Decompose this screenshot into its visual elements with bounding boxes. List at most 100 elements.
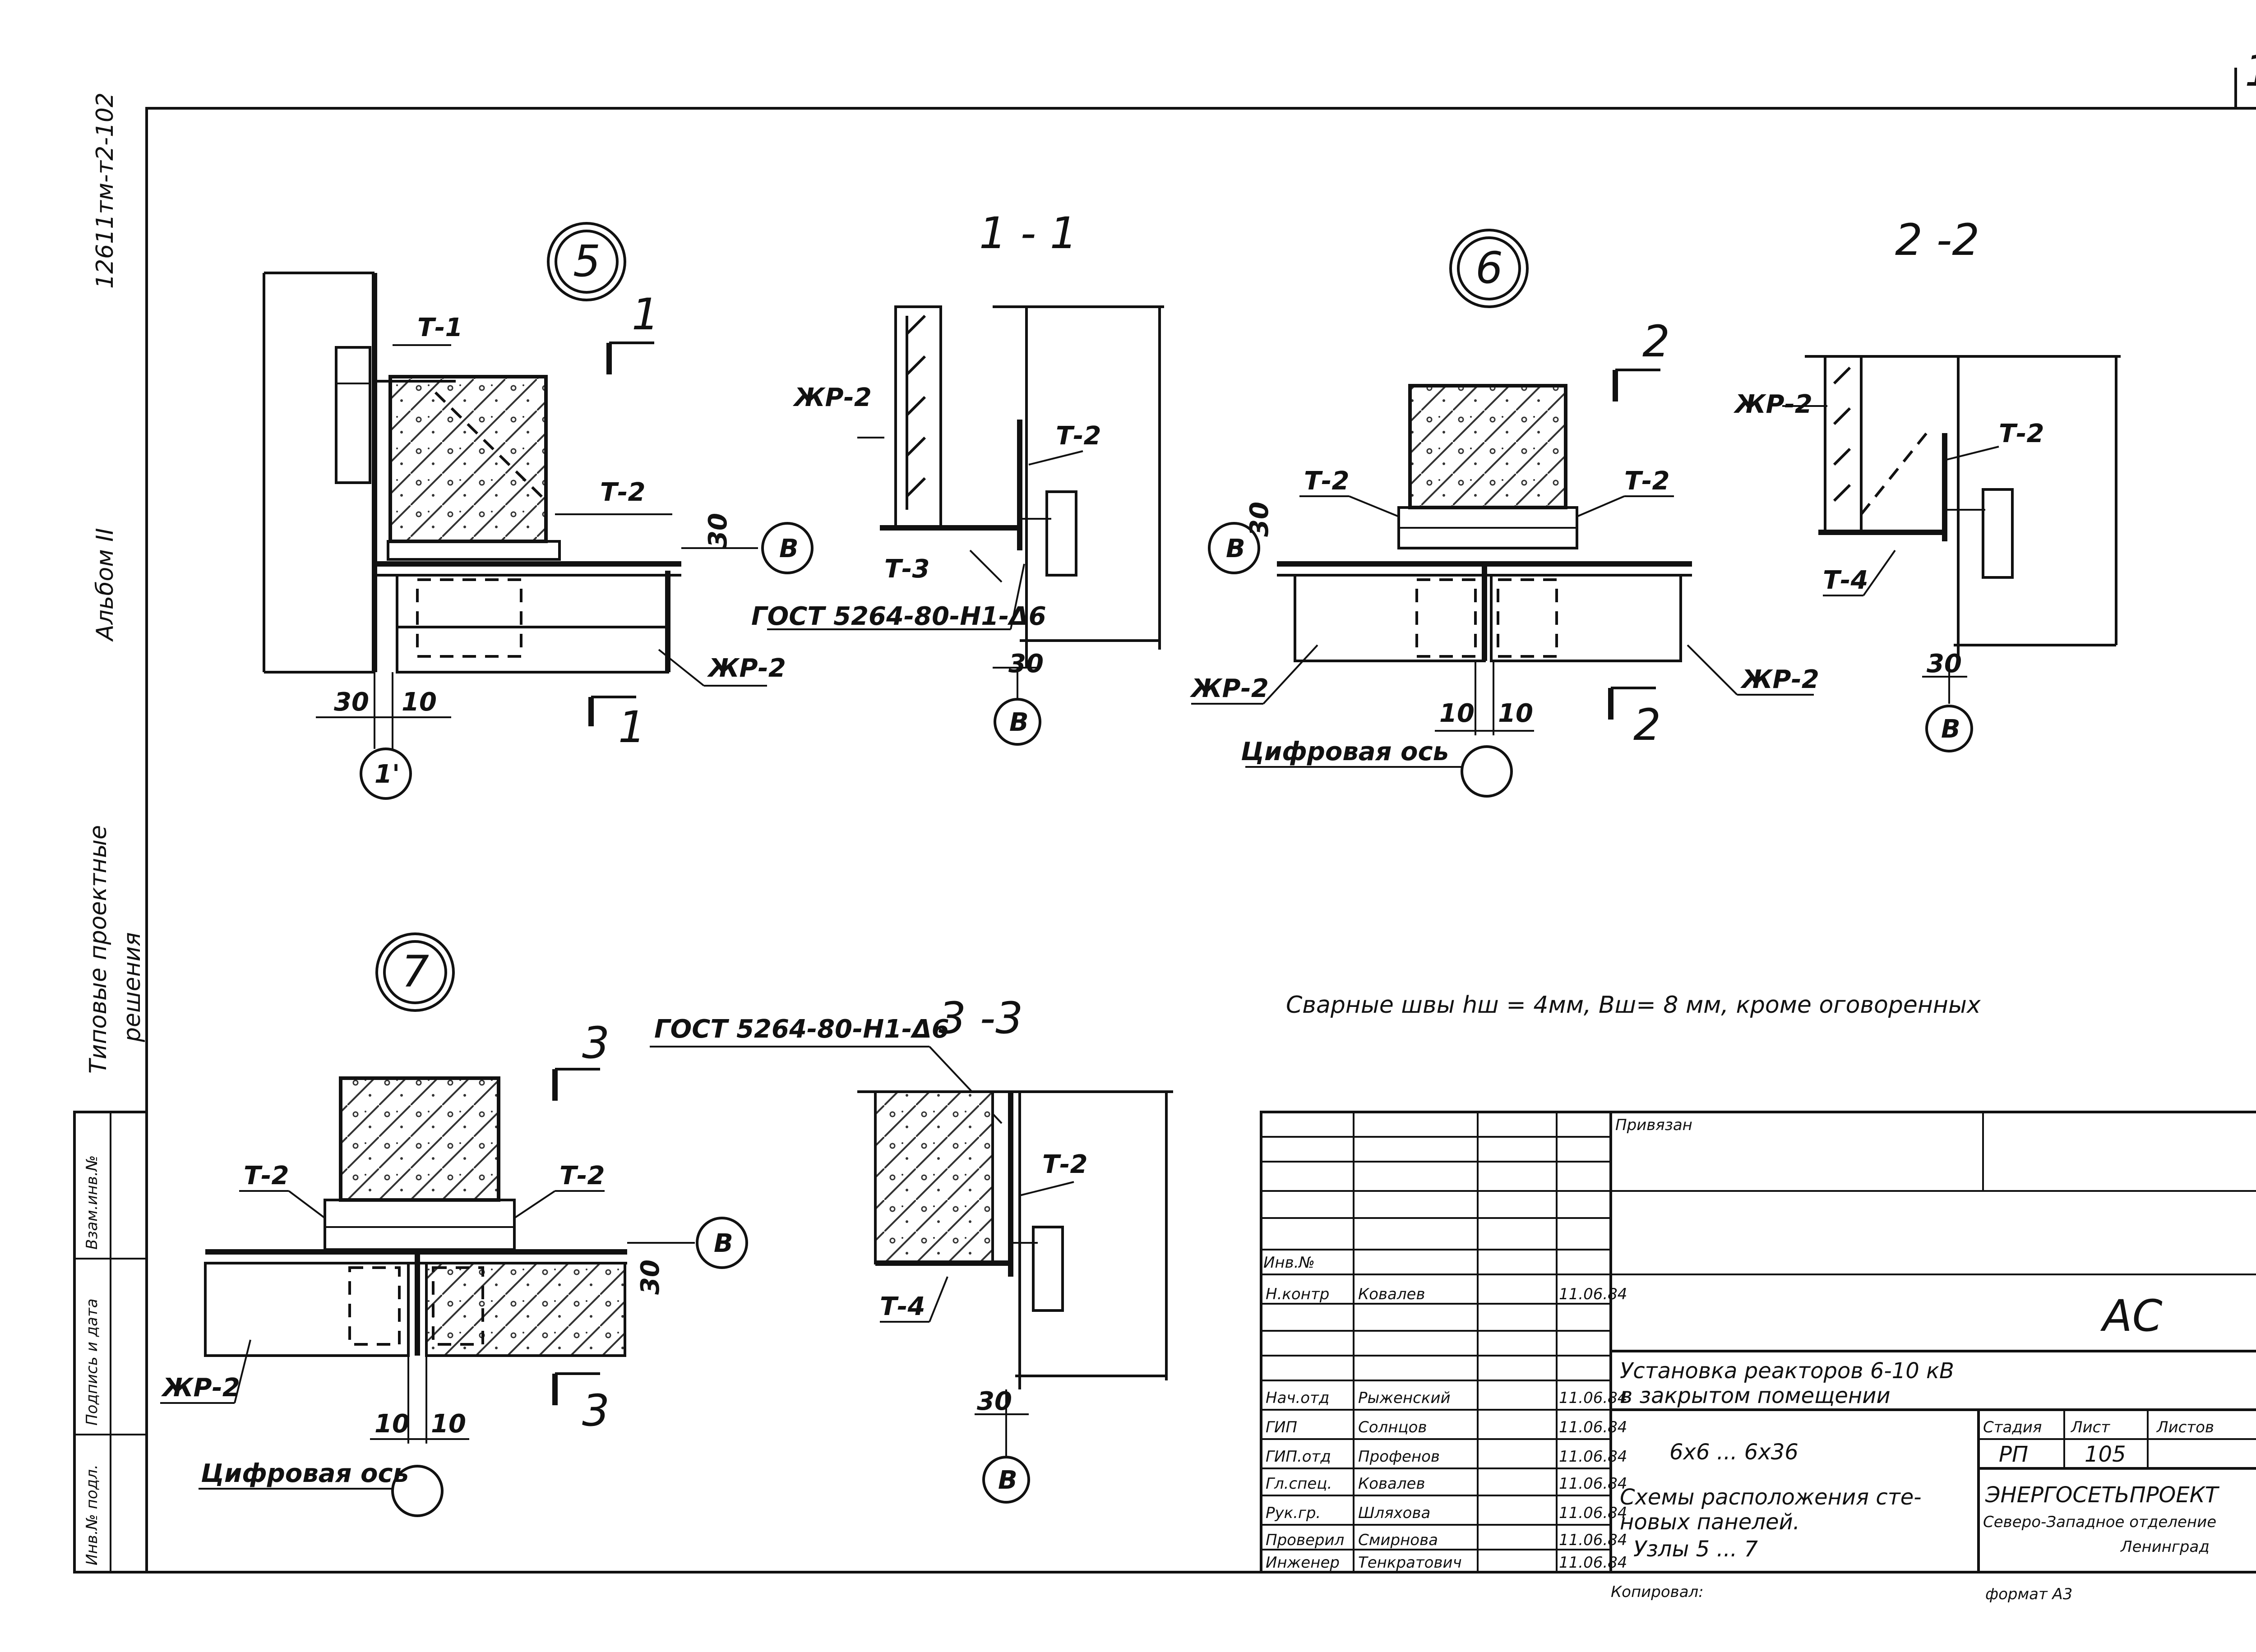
- tb-drawing-2: новых панелей.: [1620, 1509, 1800, 1535]
- n5-label-t2: Т-2: [600, 478, 645, 507]
- n6-dim-30: 30: [1245, 502, 1274, 537]
- n7-axis-b: В: [714, 1229, 733, 1258]
- n5-axis-1: 1': [374, 760, 400, 789]
- section-1-1-title: 1 - 1: [979, 208, 1077, 258]
- n6-cut-2-bottom: 2: [1633, 700, 1661, 750]
- tb-name-2: Солнцов: [1358, 1418, 1427, 1436]
- n5-cut-1-top: 1: [632, 289, 659, 340]
- s11-label-t2: Т-2: [1056, 421, 1101, 451]
- n5-label-t1: Т-1: [417, 313, 462, 342]
- n7-label-t2-right: Т-2: [559, 1161, 605, 1191]
- s33-gost: ГОСТ 5264-80-Н1-Δ6: [654, 1015, 949, 1044]
- tb-date-7: 11.06.84: [1559, 1554, 1627, 1572]
- tb-stage: РП: [1999, 1442, 2028, 1467]
- section-3-3-title: 3 -3: [938, 993, 1023, 1043]
- approval-strip: Инв.№ подл. Подпись и дата Взам.инв.№: [73, 1111, 148, 1574]
- node-6-detail: 6 2 2 Т-2 Т-2 ЖР-2 ЖР-2 В 30 10: [1189, 229, 1819, 798]
- tb-role-3: ГИП.отд: [1266, 1448, 1331, 1466]
- n6-label-zhr2-left: ЖР-2: [1189, 674, 1269, 703]
- s22-label-t2: Т-2: [1999, 419, 2044, 448]
- strip-sign: Подпись и дата: [83, 1298, 101, 1426]
- tb-org-1: ЭНЕРГОСЕТЬПРОЕКТ: [1985, 1482, 2220, 1508]
- tb-title-2: в закрытом помещении: [1620, 1383, 1891, 1408]
- n7-cut-3-bottom: 3: [582, 1385, 610, 1436]
- tb-date-3: 11.06.84: [1559, 1448, 1627, 1466]
- section-2-2: 2 -2 ЖР-2 Т-2 Т-4 30 В: [1733, 215, 2121, 752]
- tb-drawing-1: Схемы расположения сте-: [1620, 1485, 1922, 1510]
- n6-dim-10b: 10: [1498, 699, 1533, 728]
- tb-inv-no: Инв.№: [1263, 1254, 1315, 1272]
- s22-axis-b: В: [1941, 715, 1960, 744]
- tb-role-4: Гл.спец.: [1266, 1475, 1332, 1493]
- title-block: Инв.№ Н.контр Ковалев 11.06.84 Нач.отд Р…: [1260, 1111, 2256, 1603]
- tb-name-7: Тенкратович: [1358, 1554, 1462, 1572]
- tb-name-0: Ковалев: [1358, 1285, 1425, 1303]
- n7-cut-3-top: 3: [582, 1018, 610, 1068]
- n6-cut-2-top: 2: [1642, 316, 1670, 367]
- tb-title-1: Установка реакторов 6-10 кВ: [1620, 1358, 1954, 1384]
- s11-gost: ГОСТ 5264-80-Н1-Δ6: [751, 602, 1046, 631]
- tb-h-sheets: Листов: [2156, 1418, 2214, 1436]
- n6-label-t2-right: Т-2: [1624, 466, 1669, 496]
- n7-label-t2-left: Т-2: [244, 1161, 289, 1191]
- tb-role-6: Проверил: [1266, 1531, 1344, 1549]
- tb-h-stage: Стадия: [1983, 1418, 2042, 1436]
- tb-date-4: 11.06.84: [1559, 1475, 1627, 1493]
- n7-digit-axis: Цифровая ось: [201, 1459, 409, 1488]
- s33-label-t2: Т-2: [1042, 1150, 1087, 1179]
- s22-label-zhr2: ЖР-2: [1733, 390, 1812, 419]
- s33-axis-b: В: [998, 1466, 1017, 1495]
- page-number: 101: [2245, 46, 2256, 96]
- node-7-detail: 7 3 3 Т-2 Т-2 ЖР-2 В 30 10 10: [160, 932, 748, 1517]
- s11-dim-30: 30: [1008, 649, 1044, 678]
- s33-label-t4: Т-4: [880, 1292, 925, 1321]
- n6-dim-10a: 10: [1439, 699, 1475, 728]
- n5-dim-30: 30: [703, 513, 733, 548]
- margin-texts: 12611тм-т2-102 Альбом II Типовые проектн…: [85, 92, 146, 1074]
- tb-ac: АС: [2100, 1291, 2163, 1341]
- tb-format: формат А3: [1985, 1585, 2072, 1603]
- n5-dim-10: 10: [402, 688, 437, 717]
- node-5-number: 5: [573, 236, 601, 286]
- n5-axis-b: В: [779, 534, 799, 563]
- tb-copied: Копировал:: [1611, 1583, 1704, 1601]
- signatures-table: Н.контр Ковалев 11.06.84 Нач.отд Рыженск…: [1266, 1285, 1627, 1572]
- n7-label-zhr2: ЖР-2: [161, 1373, 240, 1403]
- tb-h-sheet: Лист: [2070, 1418, 2110, 1436]
- tb-name-6: Смирнова: [1358, 1531, 1438, 1549]
- margin-code: 12611тм-т2-102: [92, 92, 119, 289]
- tb-name-3: Профенов: [1358, 1448, 1440, 1466]
- tb-privyazan: Привязан: [1615, 1116, 1692, 1134]
- tb-sheet-no: 105: [2085, 1442, 2126, 1467]
- n6-digit-axis: Цифровая ось: [1241, 737, 1449, 766]
- tb-date-5: 11.06.84: [1559, 1504, 1627, 1522]
- tb-role-5: Рук.гр.: [1266, 1504, 1321, 1522]
- n7-dim-30: 30: [636, 1260, 665, 1295]
- tb-org-3: Ленинград: [2120, 1538, 2210, 1556]
- margin-series-1: Типовые проектные: [85, 825, 112, 1074]
- section-2-2-title: 2 -2: [1895, 215, 1979, 265]
- weld-note: Сварные швы hш = 4мм, Вш= 8 мм, кроме ог…: [1286, 992, 1981, 1019]
- n5-cut-1-bottom: 1: [618, 702, 646, 752]
- tb-role-1: Нач.отд: [1266, 1389, 1329, 1407]
- tb-name-1: Рыженский: [1358, 1389, 1451, 1407]
- tb-role-0: Н.контр: [1266, 1285, 1329, 1303]
- n6-label-t2-left: Т-2: [1304, 466, 1349, 496]
- s22-label-t4: Т-4: [1823, 566, 1868, 595]
- margin-album: Альбом II: [92, 528, 119, 642]
- tb-date-0: 11.06.84: [1559, 1285, 1627, 1303]
- node-6-number: 6: [1475, 243, 1503, 293]
- node-7-number: 7: [402, 946, 429, 997]
- tb-date-2: 11.06.84: [1559, 1418, 1627, 1436]
- tb-drawing-3: Узлы 5 ... 7: [1633, 1537, 1758, 1562]
- strip-inv: Инв.№ подл.: [83, 1464, 101, 1565]
- n7-dim-10a: 10: [374, 1409, 410, 1439]
- section-3-3: ГОСТ 5264-80-Н1-Δ6 3 -3 Т-2 Т-4 30 В: [650, 993, 1173, 1504]
- section-1-1: 1 - 1 ЖР-2 Т-2 Т-3 ГОСТ 5264-80-Н1-Δ6 30: [751, 208, 1164, 746]
- s11-axis-b: В: [1009, 708, 1029, 737]
- s11-label-t3: Т-3: [884, 554, 929, 584]
- tb-name-4: Ковалев: [1358, 1475, 1425, 1493]
- tb-sizes: 6х6 ... 6х36: [1669, 1440, 1798, 1465]
- tb-org-2: Северо-Западное отделение: [1983, 1513, 2216, 1531]
